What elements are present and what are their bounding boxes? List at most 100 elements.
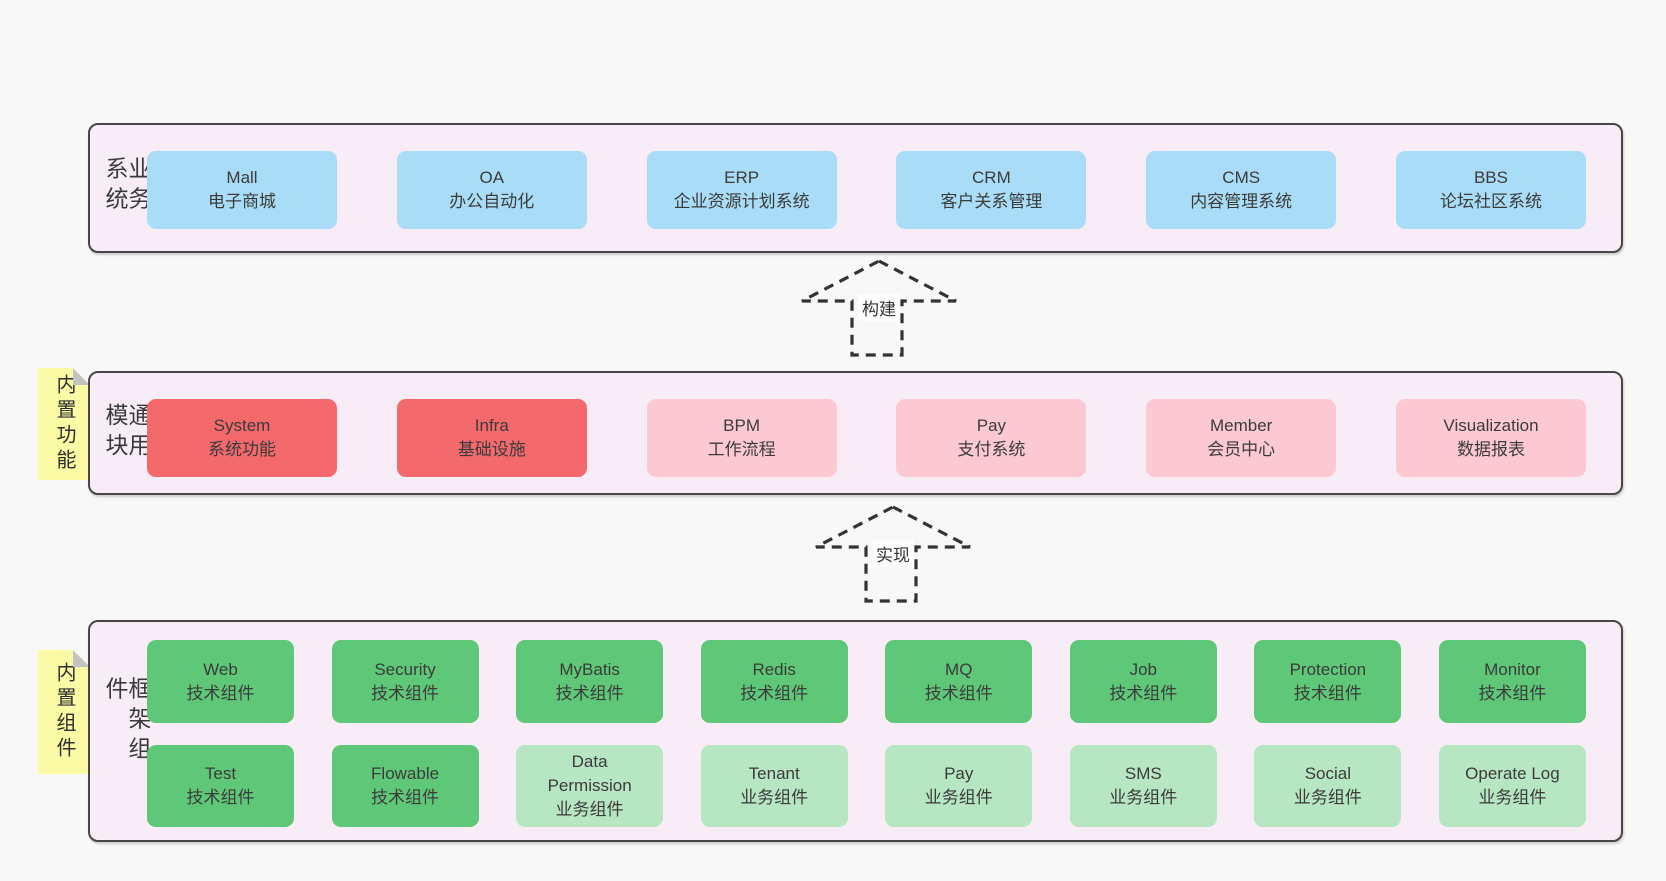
- box-subtitle: 技术组件: [924, 683, 993, 703]
- box-pay-biz: Pay 业务组件: [885, 745, 1033, 827]
- box-title: CMS: [1222, 168, 1261, 187]
- box-redis: Redis 技术组件: [700, 640, 848, 723]
- box-title: OA: [479, 168, 505, 187]
- box-title: Flowable: [371, 764, 440, 783]
- dashed-up-arrow-icon: [801, 259, 957, 357]
- box-title: Monitor: [1484, 659, 1541, 679]
- box-monitor: Monitor 技术组件: [1438, 640, 1586, 723]
- box-subtitle: 技术组件: [740, 683, 809, 703]
- box-subtitle: 数据报表: [1456, 440, 1525, 459]
- box-test: Test 技术组件: [147, 745, 294, 827]
- box-erp: ERP 企业资源计划系统: [646, 151, 837, 229]
- box-title: Infra: [474, 416, 509, 435]
- build-arrow-icon: 构建: [799, 258, 959, 358]
- build-arrow-label: 构建: [858, 294, 900, 321]
- box-title: Member: [1210, 416, 1273, 435]
- box-visualization: Visualization 数据报表: [1395, 399, 1586, 477]
- framework-boxes-row-2: Test 技术组件 Flowable 技术组件 Data Permission …: [147, 745, 1586, 827]
- box-title: Web: [203, 659, 238, 679]
- box-title: Data Permission: [547, 752, 632, 795]
- box-title: Test: [204, 764, 237, 783]
- box-title: BBS: [1473, 168, 1508, 187]
- box-member: Member 会员中心: [1146, 399, 1337, 477]
- box-security: Security 技术组件: [331, 640, 479, 723]
- box-subtitle: 技术组件: [371, 788, 440, 807]
- layer-framework-components: 框架组件 Web 技术组件 Security 技术组件 MyBatis 技术组件…: [88, 620, 1623, 842]
- box-subtitle: 基础设施: [457, 440, 526, 459]
- box-crm: CRM 客户关系管理: [896, 151, 1087, 229]
- box-subtitle: 技术组件: [1478, 683, 1547, 703]
- box-subtitle: 业务组件: [924, 788, 993, 807]
- box-title: MyBatis: [559, 659, 620, 679]
- box-subtitle: 论坛社区系统: [1439, 192, 1542, 211]
- box-subtitle: 业务组件: [740, 788, 809, 807]
- framework-boxes-row-1: Web 技术组件 Security 技术组件 MyBatis 技术组件 Redi…: [147, 640, 1586, 723]
- modules-boxes-row: System 系统功能 Infra 基础设施 BPM 工作流程 Pay 支付系统…: [147, 399, 1586, 477]
- box-bbs: BBS 论坛社区系统: [1395, 151, 1586, 229]
- implement-arrow-label: 实现: [872, 540, 914, 567]
- box-subtitle: 工作流程: [707, 440, 776, 459]
- box-title: Tenant: [748, 764, 800, 783]
- box-title: Job: [1129, 659, 1158, 679]
- box-title: Pay: [976, 416, 1007, 435]
- box-sms: SMS 业务组件: [1069, 745, 1217, 827]
- box-title: SMS: [1124, 764, 1162, 783]
- box-title: Protection: [1289, 659, 1367, 679]
- box-mall: Mall 电子商城: [147, 151, 337, 229]
- box-social: Social 业务组件: [1254, 745, 1402, 827]
- box-operate-log: Operate Log 业务组件: [1438, 745, 1586, 827]
- box-mybatis: MyBatis 技术组件: [516, 640, 664, 723]
- box-subtitle: 业务组件: [555, 800, 624, 819]
- box-data-permission: Data Permission 业务组件: [516, 745, 664, 827]
- note-text: 内置组件: [53, 662, 75, 762]
- box-oa: OA 办公自动化: [396, 151, 587, 229]
- box-subtitle: 系统功能: [208, 440, 276, 459]
- box-tenant: Tenant 业务组件: [700, 745, 848, 827]
- layer-framework-label: 框架组件: [102, 676, 151, 767]
- box-title: Visualization: [1443, 416, 1539, 435]
- box-system: System 系统功能: [147, 399, 337, 477]
- layer-business-systems: 业务系统 Mall 电子商城 OA 办公自动化 ERP 企业资源计划系统 CRM…: [88, 123, 1623, 253]
- box-subtitle: 企业资源计划系统: [673, 192, 810, 211]
- box-title: Redis: [752, 659, 796, 679]
- box-title: MQ: [945, 659, 973, 679]
- box-cms: CMS 内容管理系统: [1146, 151, 1337, 229]
- box-infra: Infra 基础设施: [396, 399, 587, 477]
- box-subtitle: 技术组件: [371, 683, 440, 703]
- box-title: System: [213, 416, 271, 435]
- box-subtitle: 技术组件: [1109, 683, 1178, 703]
- box-subtitle: 支付系统: [957, 440, 1026, 459]
- box-subtitle: 内容管理系统: [1190, 192, 1293, 211]
- box-subtitle: 技术组件: [186, 788, 255, 807]
- box-title: Social: [1304, 764, 1352, 783]
- box-web: Web 技术组件: [147, 640, 294, 723]
- note-builtin-components: 内置组件: [38, 650, 90, 774]
- box-pay: Pay 支付系统: [896, 399, 1087, 477]
- box-title: Operate Log: [1465, 764, 1560, 783]
- business-boxes-row: Mall 电子商城 OA 办公自动化 ERP 企业资源计划系统 CRM 客户关系…: [147, 151, 1586, 229]
- box-title: Pay: [944, 764, 974, 783]
- box-title: Security: [374, 659, 436, 679]
- note-text: 内置功能: [53, 374, 75, 474]
- box-subtitle: 会员中心: [1207, 440, 1276, 459]
- box-subtitle: 电子商城: [208, 192, 276, 211]
- layer-modules-label: 通用模块: [102, 403, 151, 463]
- box-protection: Protection 技术组件: [1254, 640, 1402, 723]
- box-subtitle: 客户关系管理: [940, 192, 1043, 211]
- box-bpm: BPM 工作流程: [646, 399, 837, 477]
- box-title: ERP: [724, 168, 760, 187]
- box-job: Job 技术组件: [1069, 640, 1217, 723]
- box-subtitle: 技术组件: [186, 683, 255, 703]
- box-title: BPM: [723, 416, 761, 435]
- layer-business-label: 业务系统: [102, 156, 151, 217]
- box-subtitle: 业务组件: [1293, 788, 1362, 807]
- box-subtitle: 业务组件: [1109, 788, 1178, 807]
- box-subtitle: 业务组件: [1478, 788, 1547, 807]
- box-subtitle: 办公自动化: [449, 192, 535, 211]
- box-flowable: Flowable 技术组件: [331, 745, 479, 827]
- box-subtitle: 技术组件: [555, 683, 624, 703]
- box-subtitle: 技术组件: [1293, 683, 1362, 703]
- box-title: CRM: [972, 168, 1011, 187]
- layer-common-modules: 通用模块 System 系统功能 Infra 基础设施 BPM 工作流程 Pay…: [88, 371, 1623, 495]
